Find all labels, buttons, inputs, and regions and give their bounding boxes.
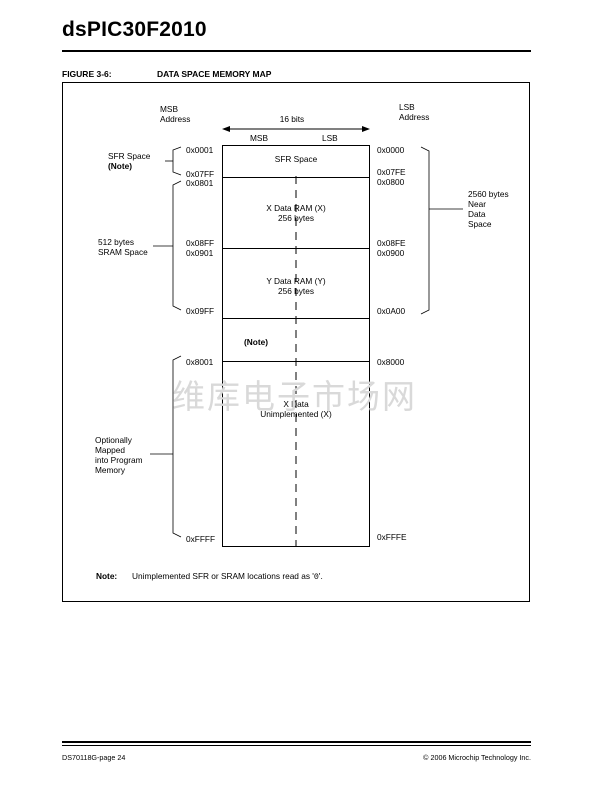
note-text-before: Unimplemented SFR or SRAM locations read… <box>132 571 314 581</box>
region-yram: Y Data RAM (Y) 256 bytes <box>222 276 370 296</box>
lsb-label-line1: LSB <box>399 102 415 112</box>
width-arrow-left <box>222 126 230 132</box>
optional-bracket <box>172 355 182 538</box>
region-note: (Note) <box>244 337 268 347</box>
region-xram-line2: 256 bytes <box>278 213 314 223</box>
lsb-label-line2: Address <box>399 112 430 122</box>
sram-bracket <box>172 180 182 311</box>
note-text: Unimplemented SFR or SRAM locations read… <box>132 571 323 583</box>
addr-left-0x09ff: 0x09FF <box>186 306 215 316</box>
label-near-line3: Data <box>468 209 486 219</box>
addr-right-0x0000: 0x0000 <box>377 145 405 155</box>
label-near-data: 2560 bytes Near Data Space <box>468 189 509 229</box>
footer-rule-thin <box>62 745 531 746</box>
figure-frame <box>62 82 530 602</box>
addr-left-0x0001: 0x0001 <box>186 145 214 155</box>
label-sram-line1: 512 bytes <box>98 237 134 247</box>
addr-left-0x07ff: 0x07FF <box>186 169 215 179</box>
region-xram: X Data RAM (X) 256 bytes <box>222 203 370 223</box>
label-near-line2: Near <box>468 199 486 209</box>
label-optional-mapping: Optionally Mapped into Program Memory <box>95 435 143 475</box>
footer-rule-thick <box>62 741 531 743</box>
msb-label-line1: MSB <box>160 104 178 114</box>
lsb-address-label: LSB Address <box>399 102 429 122</box>
region-unimplemented: X Data Unimplemented (X) <box>222 399 370 419</box>
addr-left-0x8001: 0x8001 <box>186 357 214 367</box>
addr-left-0x0901: 0x0901 <box>186 248 214 258</box>
width-label: 16 bits <box>279 114 305 124</box>
addr-left-0x08ff: 0x08FF <box>186 238 215 248</box>
region-sfr: SFR Space <box>274 154 318 164</box>
width-arrow-right <box>362 126 370 132</box>
addr-right-0x08fe: 0x08FE <box>377 238 406 248</box>
addr-right-0x8000: 0x8000 <box>377 357 405 367</box>
msb-label-line2: Address <box>160 114 191 124</box>
label-sfr-space: SFR Space <box>108 151 151 161</box>
addr-left-0xffff: 0xFFFF <box>186 534 216 544</box>
label-sram-line2: SRAM Space <box>98 247 148 257</box>
figure-label: FIGURE 3-6: <box>62 69 112 79</box>
region-unimplemented-line1: X Data <box>283 399 309 409</box>
note-label: Note: <box>96 571 118 581</box>
region-yram-line1: Y Data RAM (Y) <box>266 276 326 286</box>
label-optional-line2: Mapped <box>95 445 125 455</box>
addr-right-0xfffe: 0xFFFE <box>377 532 407 542</box>
document-title: dsPIC30F2010 <box>62 18 207 41</box>
addr-left-0x0801: 0x0801 <box>186 178 214 188</box>
footer-copyright: © 2006 Microchip Technology Inc. <box>423 753 531 762</box>
region-xram-line1: X Data RAM (X) <box>266 203 326 213</box>
addr-right-0x07fe: 0x07FE <box>377 167 406 177</box>
msb-column-label: MSB <box>250 133 268 143</box>
title-rule <box>62 50 531 52</box>
label-optional-line3: into Program <box>95 455 143 465</box>
sfr-bracket <box>172 146 182 176</box>
label-optional-line1: Optionally <box>95 435 132 445</box>
label-sram: 512 bytes SRAM Space <box>98 237 148 257</box>
addr-right-0x0800: 0x0800 <box>377 177 405 187</box>
addr-right-0x0a00: 0x0A00 <box>377 306 406 316</box>
label-near-line4: Space <box>468 219 492 229</box>
lsb-column-label: LSB <box>322 133 338 143</box>
figure-title: DATA SPACE MEMORY MAP <box>157 69 272 79</box>
msb-address-label: MSB Address <box>160 104 190 124</box>
watermark-text: 维库电子市场网 <box>172 377 417 416</box>
region-yram-line2: 256 bytes <box>278 286 314 296</box>
addr-right-0x0900: 0x0900 <box>377 248 405 258</box>
label-sfr-note: (Note) <box>108 161 132 171</box>
label-near-line1: 2560 bytes <box>468 189 509 199</box>
region-unimplemented-line2: Unimplemented (X) <box>260 409 332 419</box>
near-data-bracket <box>420 146 430 315</box>
note-value: 0 <box>313 573 319 582</box>
note-text-after: '. <box>318 571 323 581</box>
label-optional-line4: Memory <box>95 465 125 475</box>
footer-page-number: DS70118G-page 24 <box>62 753 126 762</box>
